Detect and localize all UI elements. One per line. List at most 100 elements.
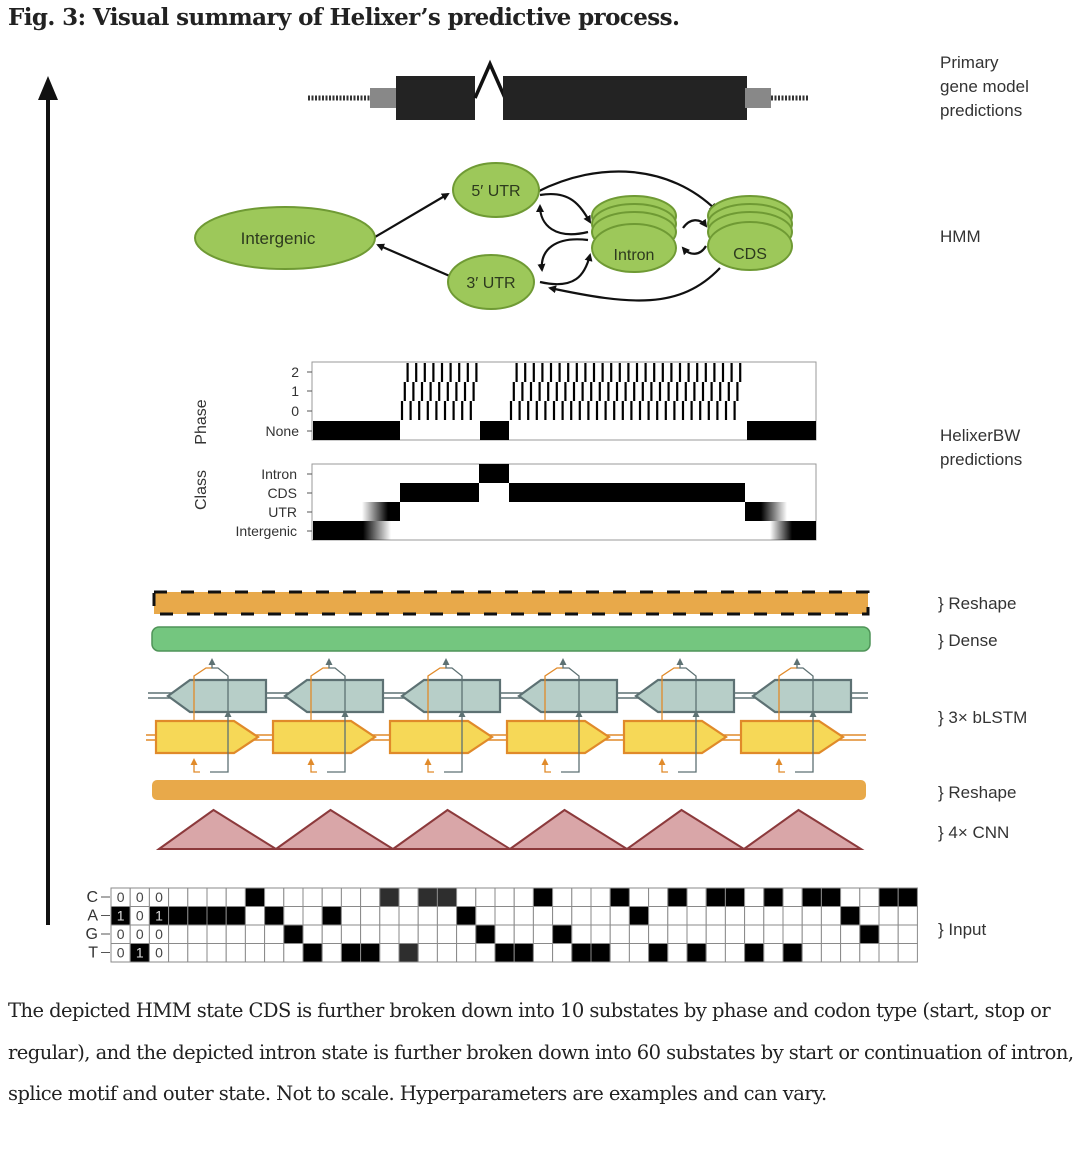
label-cnn: } 4× CNN <box>938 823 1010 842</box>
input-cell <box>513 943 534 963</box>
input-cell <box>436 943 458 963</box>
input-cell <box>686 887 707 907</box>
input-cell <box>744 887 765 907</box>
lstm-backward-cell <box>166 678 268 714</box>
arrow-3utr-to-intron <box>539 253 593 286</box>
input-cell <box>724 924 746 944</box>
input-cell <box>532 924 554 944</box>
phase-tick-label: 2 <box>291 364 299 380</box>
input-cell <box>552 943 573 963</box>
input-cell <box>187 906 208 926</box>
input-cell <box>513 924 534 944</box>
input-cell <box>187 924 208 944</box>
input-cell <box>206 906 227 926</box>
state-intergenic-label: Intergenic <box>241 229 316 248</box>
input-cell <box>897 924 918 944</box>
input-cell <box>648 943 669 963</box>
cnn-kernel <box>506 808 631 850</box>
input-cell <box>609 943 630 963</box>
input-cell <box>168 943 189 963</box>
input-cell <box>667 924 688 944</box>
input-cell <box>456 924 477 944</box>
input-cell <box>763 943 784 963</box>
class-track <box>313 464 816 540</box>
arrow-3utr-to-intergenic <box>376 243 453 279</box>
lstm-forward-output <box>778 667 797 721</box>
lstm-output-arrow <box>676 658 697 712</box>
lstm-forward-cell <box>622 719 728 755</box>
label-reshape-bottom: } Reshape <box>938 783 1017 802</box>
input-row-label: A <box>87 908 98 925</box>
input-cell <box>456 943 477 963</box>
lstm-forward-output <box>661 667 680 721</box>
lstm-unit <box>739 658 853 773</box>
input-cell <box>552 906 573 926</box>
input-cell <box>628 924 650 944</box>
input-cell <box>206 924 227 944</box>
lstm-backward-input <box>444 710 466 773</box>
class-cds-1 <box>400 483 479 502</box>
utr-box-left <box>370 88 398 108</box>
lstm-forward-output <box>544 667 563 721</box>
input-encoded-value: 0 <box>155 926 163 942</box>
cnn-kernel <box>155 808 280 850</box>
lstm-backward-cell <box>634 678 736 714</box>
label-reshape-top: } Reshape <box>938 594 1017 613</box>
lstm-forward-input <box>541 758 551 773</box>
input-cell <box>628 906 650 926</box>
input-cell <box>436 887 458 907</box>
input-cell <box>878 887 899 907</box>
input-cell <box>763 924 784 944</box>
input-cell <box>513 906 534 926</box>
lstm-output-arrow <box>325 658 346 712</box>
input-cell <box>859 887 880 907</box>
input-cell <box>494 943 515 963</box>
input-cell <box>705 943 726 963</box>
input-cell <box>398 906 419 926</box>
input-encoded-value: 0 <box>136 889 144 905</box>
input-cell <box>648 906 669 926</box>
input-cell <box>264 924 285 944</box>
input-cell <box>187 887 208 907</box>
input-cell <box>340 943 362 963</box>
state-5utr-label: 5′ UTR <box>471 183 520 200</box>
input-cell <box>283 924 304 944</box>
lstm-output-arrow <box>559 658 580 712</box>
label-helixerbw-predictions: HelixerBW predictions <box>940 426 1023 469</box>
utr-box-right <box>745 88 771 108</box>
lstm-backward-input <box>678 710 700 773</box>
lstm-unit <box>271 658 385 773</box>
input-cell <box>494 924 515 944</box>
class-utr-right <box>745 502 761 521</box>
input-cell <box>532 943 554 963</box>
input-cell <box>609 887 630 907</box>
input-cell <box>667 887 688 907</box>
input-cell <box>456 887 477 907</box>
cnn-kernel <box>740 808 865 850</box>
input-cell <box>782 943 803 963</box>
input-cell <box>494 887 515 907</box>
input-cell <box>571 924 592 944</box>
input-cell <box>686 906 707 926</box>
input-cell <box>321 924 342 944</box>
input-cell <box>244 906 266 926</box>
input-cell <box>264 887 285 907</box>
input-cell <box>859 924 880 944</box>
label-input: } Input <box>938 920 987 939</box>
lstm-backward-input <box>561 710 583 773</box>
input-cell <box>628 943 650 963</box>
input-cell <box>782 924 803 944</box>
phase-none-left <box>313 421 400 440</box>
arrow-5utr-to-intron <box>539 192 592 224</box>
input-cell <box>302 906 323 926</box>
input-row-label: G <box>86 926 98 943</box>
input-row-label: C <box>86 889 98 906</box>
input-encoded-value: 0 <box>136 926 144 942</box>
input-cell <box>590 906 611 926</box>
gene-model <box>308 59 808 120</box>
input-cell <box>398 924 419 944</box>
input-cell <box>360 924 381 944</box>
lstm-forward-input <box>190 758 200 773</box>
input-cell <box>398 943 419 963</box>
class-intergenic-fade-left <box>363 521 391 540</box>
